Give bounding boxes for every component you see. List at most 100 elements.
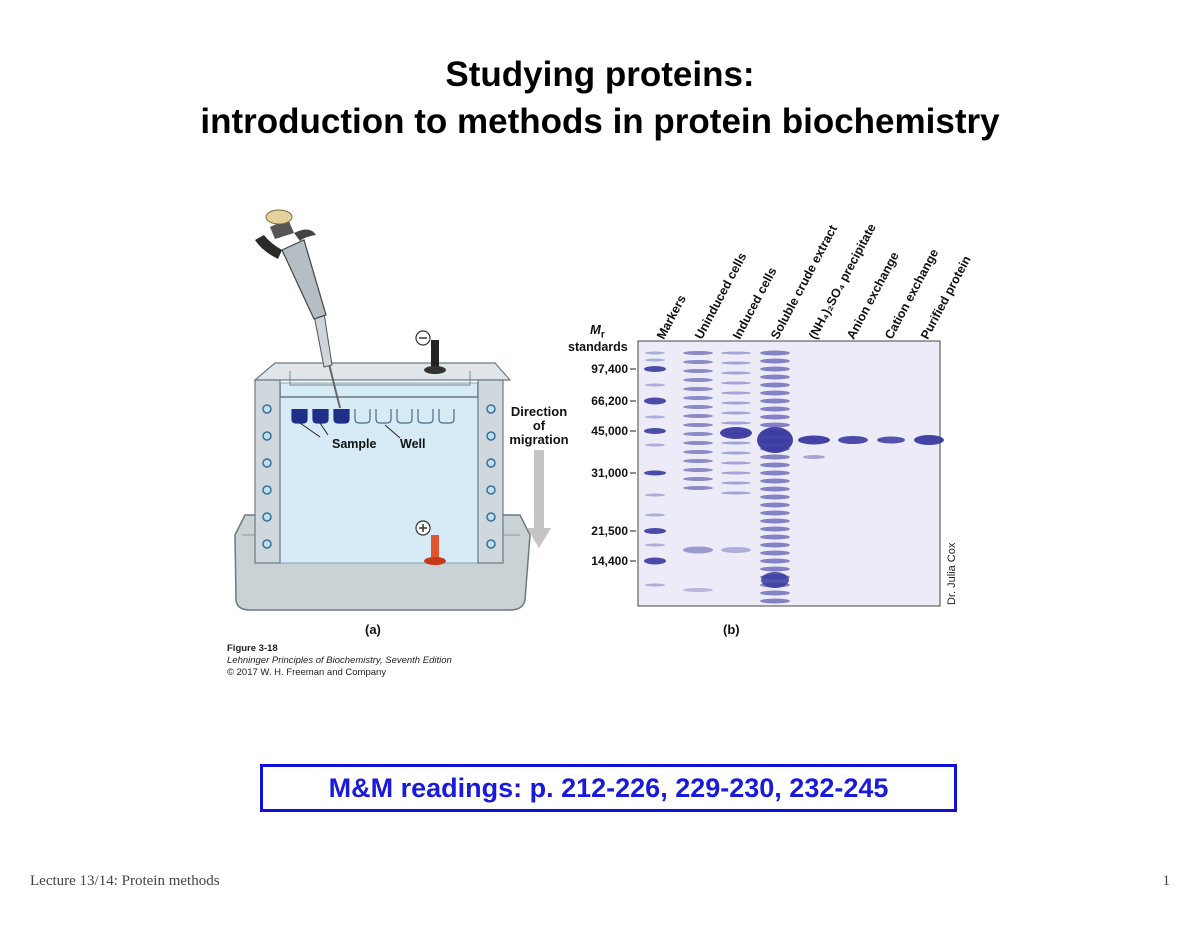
- gel-band: [721, 481, 751, 485]
- figure-illustration: [234, 209, 944, 611]
- gel-band: [683, 423, 713, 427]
- mr-label: Mr: [590, 322, 605, 341]
- gel-bands: [644, 350, 944, 604]
- standards-label: standards: [568, 340, 628, 354]
- migration-arrow: [534, 450, 544, 530]
- gel-band: [760, 566, 790, 572]
- mr-symbol: M: [590, 322, 601, 337]
- gel-band: [683, 396, 713, 400]
- gel-band: [760, 398, 790, 404]
- gel-band: [683, 369, 713, 373]
- gel-band: [721, 401, 751, 405]
- gel-slab: [279, 382, 479, 564]
- gel-band: [721, 451, 751, 455]
- gel-band: [683, 477, 713, 481]
- gel-band: [683, 441, 713, 445]
- gel-band: [760, 550, 790, 556]
- slide-title-line-2: introduction to methods in protein bioch…: [200, 102, 1000, 141]
- direction-line-2: of: [532, 418, 546, 433]
- gel-band: [914, 435, 944, 445]
- gel-band: [760, 534, 790, 540]
- mw-standard: 97,400: [591, 362, 628, 376]
- figure-source: Lehninger Principles of Biochemistry, Se…: [227, 655, 452, 666]
- gel-band: [645, 493, 665, 497]
- gel-band: [683, 405, 713, 409]
- gel-band: [760, 558, 790, 564]
- mw-standard: 14,400: [591, 554, 628, 568]
- well-label: Well: [400, 437, 426, 451]
- gel-band: [803, 455, 825, 459]
- gel-band: [721, 361, 751, 365]
- gel-band: [760, 366, 790, 372]
- figure-3-18: Sample Well Direction of migration (a) M…: [220, 195, 990, 685]
- negative-electrode: [431, 340, 439, 368]
- gel-band: [760, 358, 790, 364]
- gel-band: [760, 382, 790, 388]
- page-number: 1: [1162, 873, 1171, 889]
- gel-band: [645, 415, 665, 419]
- gel-band: [645, 351, 665, 355]
- direction-line-1: Direction: [510, 404, 568, 419]
- gel-band: [721, 381, 751, 385]
- gel-band: [721, 547, 751, 553]
- gel-band: [644, 528, 666, 534]
- gel-band: [760, 390, 790, 396]
- gel-band: [644, 366, 666, 372]
- gel-band: [760, 470, 790, 476]
- direction-line-3: migration: [509, 432, 569, 447]
- gel-band: [721, 411, 751, 415]
- gel-band: [760, 502, 790, 508]
- mw-standard: 31,000: [591, 466, 628, 480]
- gel-band: [798, 435, 830, 445]
- gel-band: [721, 461, 751, 465]
- gel-band: [760, 374, 790, 380]
- gel-band: [877, 436, 905, 444]
- gel-band: [721, 391, 751, 395]
- pipette-icon: [255, 209, 341, 409]
- sample-label: Sample: [332, 437, 377, 451]
- gel-band: [720, 427, 752, 439]
- gel-band: [683, 486, 713, 490]
- gel-band: [683, 588, 713, 592]
- gel-band: [760, 406, 790, 412]
- gel-band: [683, 360, 713, 364]
- gel-band: [645, 543, 665, 547]
- gel-wells: [291, 409, 455, 424]
- gel-band: [644, 428, 666, 434]
- gel-band: [760, 510, 790, 516]
- gel-band: [644, 470, 666, 476]
- gel-band: [683, 546, 713, 554]
- gel-band: [760, 422, 790, 428]
- gel-band: [645, 358, 665, 362]
- gel-band: [721, 441, 751, 445]
- gel-band: [760, 598, 790, 604]
- gel-band: [683, 387, 713, 391]
- gel-band: [721, 351, 751, 355]
- gel-band: [721, 371, 751, 375]
- mr-subscript: r: [600, 329, 605, 341]
- figure-number: Figure 3-18: [227, 643, 278, 654]
- gel-band: [683, 450, 713, 454]
- panel-a-label: (a): [365, 622, 381, 637]
- gel-band: [760, 462, 790, 468]
- gel-band: [683, 351, 713, 355]
- gel-band: [757, 427, 793, 453]
- gel-band: [683, 378, 713, 382]
- gel-band: [721, 491, 751, 495]
- gel-band: [644, 557, 666, 565]
- gel-band: [721, 421, 751, 425]
- gel-band: [760, 486, 790, 492]
- gel-band: [760, 542, 790, 548]
- gel-band: [760, 590, 790, 596]
- mw-standard: 66,200: [591, 394, 628, 408]
- slide-title-line-1: Studying proteins:: [445, 55, 755, 94]
- gel-band: [760, 414, 790, 420]
- figure-caption: Figure 3-18 Lehninger Principles of Bioc…: [227, 643, 452, 679]
- gel-band: [760, 494, 790, 500]
- gel-band: [683, 414, 713, 418]
- gel-band: [683, 432, 713, 436]
- gel-band: [721, 471, 751, 475]
- gel-band: [760, 454, 790, 460]
- mw-standard: 45,000: [591, 424, 628, 438]
